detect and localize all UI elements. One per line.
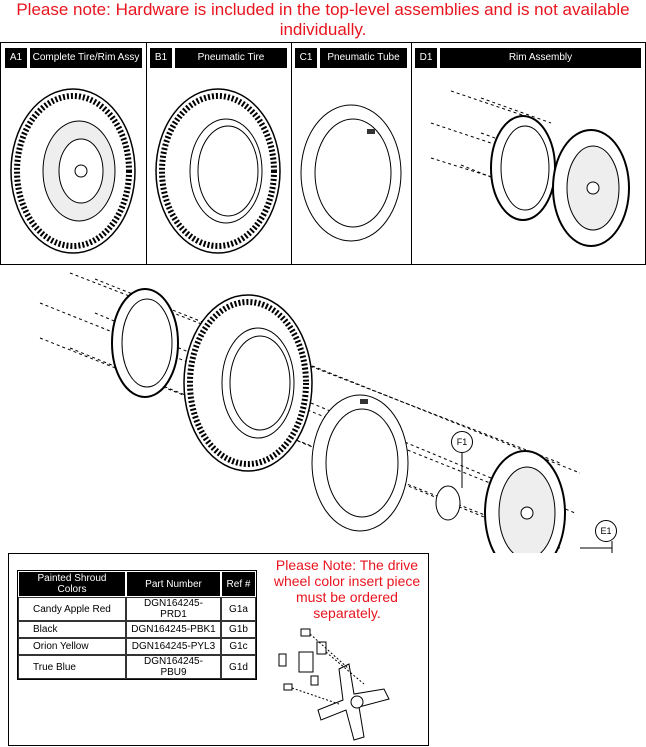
panel-ref: A1: [5, 48, 27, 68]
rim-assembly-image: [430, 90, 630, 247]
panel-b1[interactable]: B1 Pneumatic Tire: [146, 43, 292, 264]
part-number-cell: DGN164245-PBU9: [126, 655, 221, 679]
panel-title: Complete Tire/Rim Assy: [30, 48, 142, 68]
panel-title: Pneumatic Tire: [175, 48, 287, 68]
shroud-color-table: Painted Shroud Colors Part Number Ref # …: [17, 570, 257, 680]
ref-cell: G1a: [221, 597, 256, 621]
assembly-panels: A1 Complete Tire/Rim Assy B1 Pneumatic T…: [0, 42, 646, 265]
panel-ref: D1: [415, 48, 437, 68]
exploded-view: [39, 272, 613, 553]
column-header: Painted Shroud Colors: [18, 571, 126, 597]
ref-cell: G1c: [221, 638, 256, 655]
ref-cell: G1d: [221, 655, 256, 679]
complete-tire-image: [10, 88, 136, 254]
color-cell: Orion Yellow: [18, 638, 126, 655]
hardware-note: Please note: Hardware is included in the…: [16, 0, 630, 39]
pneumatic-tire-image: [155, 88, 281, 254]
shroud-color-box: Painted Shroud Colors Part Number Ref # …: [8, 553, 429, 746]
panel-title: Rim Assembly: [440, 48, 641, 68]
insert-note: Please Note: The drive wheel color inser…: [273, 557, 421, 621]
panel-title: Pneumatic Tube: [320, 48, 407, 68]
color-cell: Black: [18, 621, 126, 638]
part-number-cell: DGN164245-PRD1: [126, 597, 221, 621]
table-header: Painted Shroud Colors Part Number Ref #: [18, 571, 256, 597]
panel-ref: C1: [295, 48, 317, 68]
color-insert-image: [278, 628, 390, 741]
column-header: Ref #: [221, 571, 256, 597]
panel-a1[interactable]: A1 Complete Tire/Rim Assy: [1, 43, 147, 264]
column-header: Part Number: [126, 571, 221, 597]
callout-f1: F1: [451, 431, 473, 453]
panel-ref: B1: [150, 48, 172, 68]
panel-c1[interactable]: C1 Pneumatic Tube: [291, 43, 412, 264]
callout-e1: E1: [595, 520, 617, 542]
panel-d1[interactable]: D1 Rim Assembly: [411, 43, 645, 264]
part-number-cell: DGN164245-PYL3: [126, 638, 221, 655]
part-number-cell: DGN164245-PBK1: [126, 621, 221, 638]
pneumatic-tube-image: [300, 104, 402, 242]
ref-cell: G1b: [221, 621, 256, 638]
color-cell: True Blue: [18, 655, 126, 679]
color-cell: Candy Apple Red: [18, 597, 126, 621]
